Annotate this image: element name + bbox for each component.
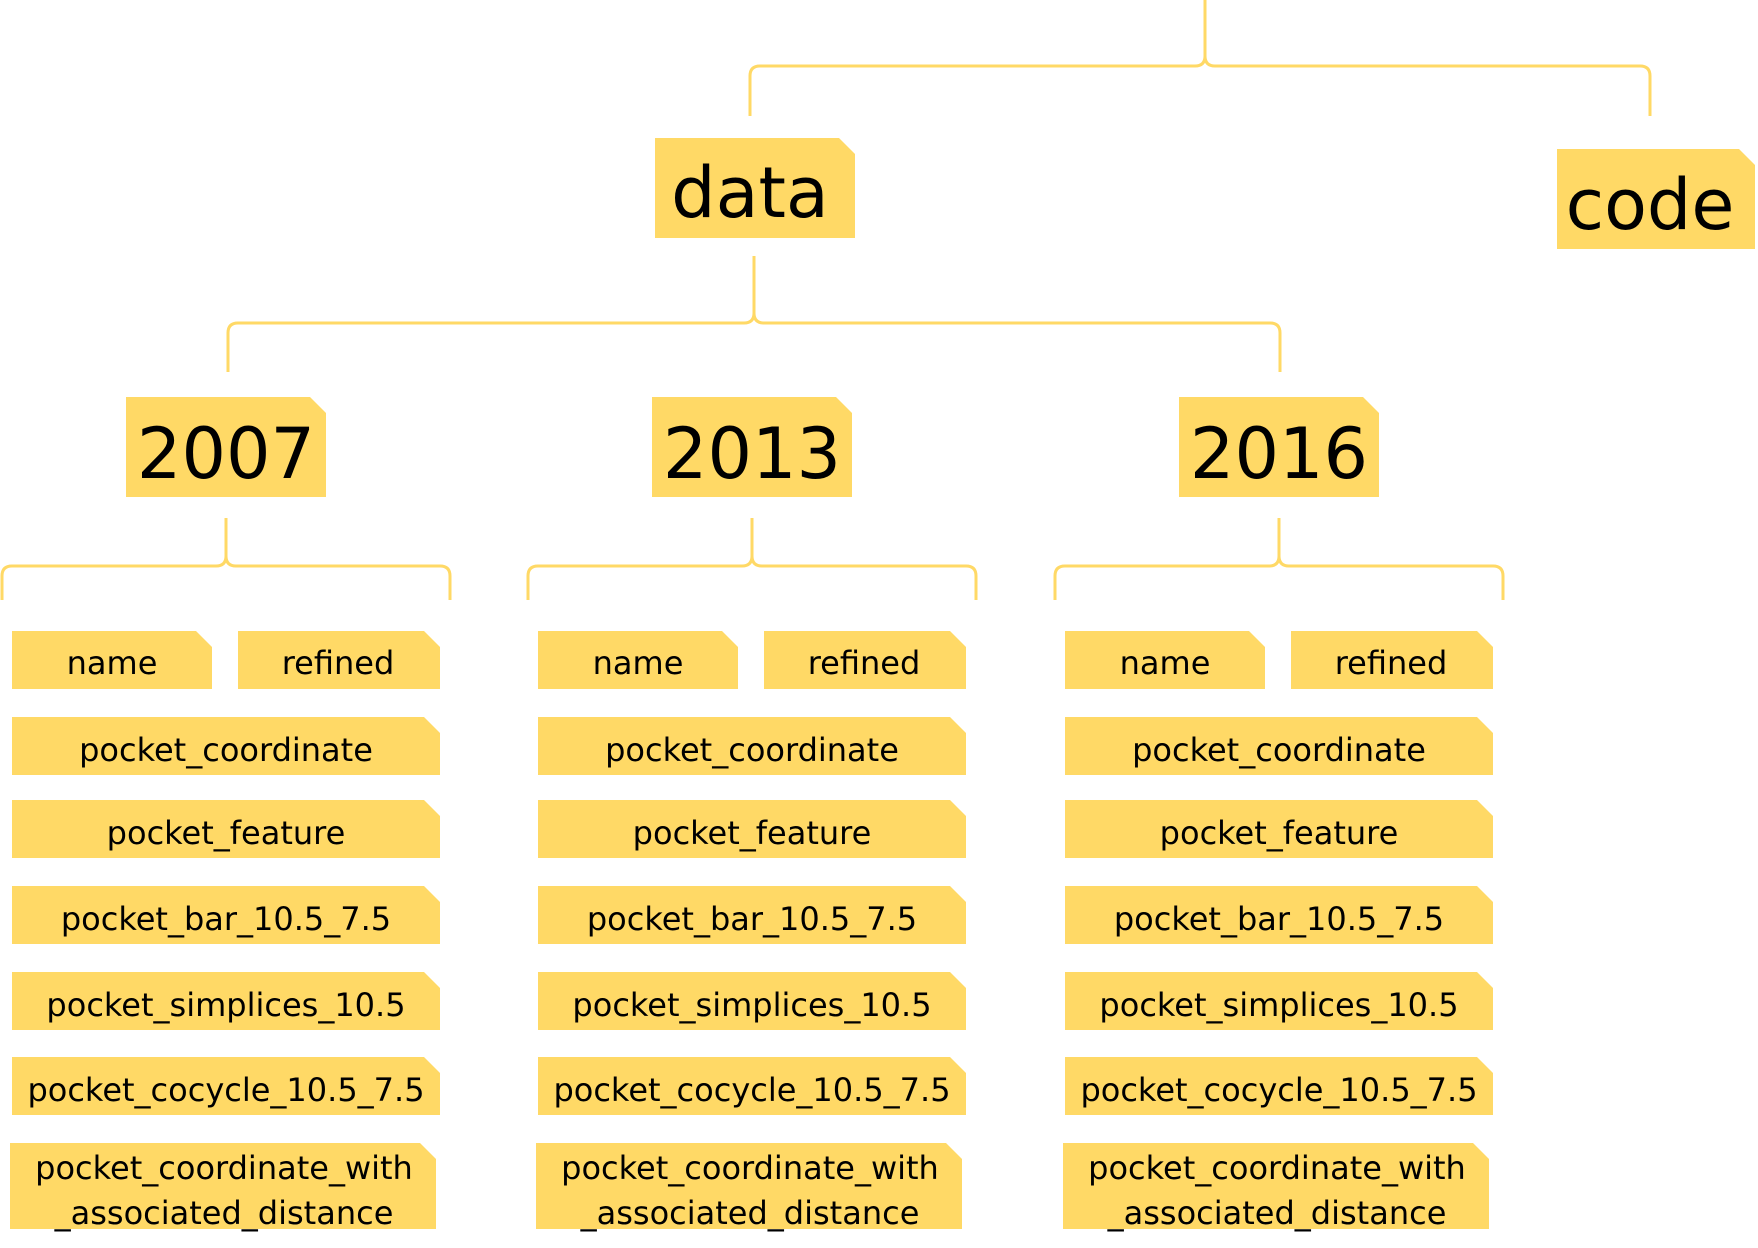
year-2007-refined-folder-shape bbox=[238, 631, 440, 689]
file-label-year-2013-2: pocket_bar_10.5_7.5 bbox=[587, 900, 917, 938]
year-2016-refined-folder-shape bbox=[1291, 631, 1493, 689]
year-2013-file-2-folder-shape bbox=[538, 886, 966, 944]
file-label-year-2013-5-line2: _associated_distance bbox=[580, 1194, 920, 1232]
file-label-year-2013-name: name bbox=[593, 644, 684, 682]
year-2016-connector bbox=[1053, 518, 1505, 600]
year-2016-file-1-folder-shape bbox=[1065, 800, 1493, 858]
year-2016-file-2-folder-shape bbox=[1065, 886, 1493, 944]
folder-label-year-2016: 2016 bbox=[1190, 413, 1368, 495]
folder-label-year-2013: 2013 bbox=[663, 413, 841, 495]
year-2016-folder-shape bbox=[1179, 397, 1379, 497]
year-2007-file-0-folder-shape bbox=[12, 717, 440, 775]
year-2016-file-4-folder-shape bbox=[1065, 1057, 1493, 1115]
file-label-year-2013-1: pocket_feature bbox=[633, 814, 872, 852]
year-2007-name-folder-shape bbox=[12, 631, 212, 689]
file-label-year-2016-5-line2: _associated_distance bbox=[1107, 1194, 1447, 1232]
year-2013-folder-shape bbox=[652, 397, 852, 497]
year-2013-connector bbox=[526, 518, 978, 600]
file-label-year-2007-4: pocket_cocycle_10.5_7.5 bbox=[27, 1071, 424, 1109]
folder-label-data: data bbox=[671, 152, 829, 234]
file-label-year-2016-4: pocket_cocycle_10.5_7.5 bbox=[1080, 1071, 1477, 1109]
file-label-year-2016-5-line1: pocket_coordinate_with bbox=[1088, 1149, 1466, 1187]
file-label-year-2016-1: pocket_feature bbox=[1160, 814, 1399, 852]
file-label-year-2013-4: pocket_cocycle_10.5_7.5 bbox=[553, 1071, 950, 1109]
folder-label-year-2007: 2007 bbox=[137, 413, 315, 495]
file-label-year-2007-name: name bbox=[67, 644, 158, 682]
file-label-year-2016-2: pocket_bar_10.5_7.5 bbox=[1114, 900, 1444, 938]
file-label-year-2007-5-line2: _associated_distance bbox=[54, 1194, 394, 1232]
data-connector bbox=[226, 256, 1282, 372]
file-label-year-2016-3: pocket_simplices_10.5 bbox=[1099, 986, 1458, 1024]
file-label-year-2007-5-line1: pocket_coordinate_with bbox=[35, 1149, 413, 1187]
year-2013-file-5-folder-shape bbox=[536, 1143, 962, 1229]
year-2013-file-3-folder-shape bbox=[538, 972, 966, 1030]
root-connector bbox=[748, 0, 1652, 116]
file-label-year-2007-2: pocket_bar_10.5_7.5 bbox=[61, 900, 391, 938]
file-label-year-2007-1: pocket_feature bbox=[107, 814, 346, 852]
file-label-year-2016-0: pocket_coordinate bbox=[1132, 731, 1426, 769]
data-folder-shape bbox=[655, 138, 855, 238]
year-2013-file-0-folder-shape bbox=[538, 717, 966, 775]
year-2013-file-1-folder-shape bbox=[538, 800, 966, 858]
year-2007-file-3-folder-shape bbox=[12, 972, 440, 1030]
year-2016-file-3-folder-shape bbox=[1065, 972, 1493, 1030]
folder-label-code: code bbox=[1566, 164, 1735, 246]
file-label-year-2007-0: pocket_coordinate bbox=[79, 731, 373, 769]
file-label-year-2013-0: pocket_coordinate bbox=[605, 731, 899, 769]
year-2016-name-folder-shape bbox=[1065, 631, 1265, 689]
file-label-year-2013-refined: refined bbox=[808, 644, 921, 682]
year-2013-refined-folder-shape bbox=[764, 631, 966, 689]
year-2013-name-folder-shape bbox=[538, 631, 738, 689]
year-2007-folder-shape bbox=[126, 397, 326, 497]
year-2007-file-2-folder-shape bbox=[12, 886, 440, 944]
year-2016-file-5-folder-shape bbox=[1063, 1143, 1489, 1229]
file-label-year-2013-5-line1: pocket_coordinate_with bbox=[561, 1149, 939, 1187]
file-label-year-2016-refined: refined bbox=[1335, 644, 1448, 682]
year-2007-file-5-folder-shape bbox=[10, 1143, 436, 1229]
file-label-year-2007-refined: refined bbox=[282, 644, 395, 682]
year-2007-connector bbox=[0, 518, 452, 600]
file-label-year-2013-3: pocket_simplices_10.5 bbox=[572, 986, 931, 1024]
year-2007-file-1-folder-shape bbox=[12, 800, 440, 858]
file-label-year-2016-name: name bbox=[1120, 644, 1211, 682]
year-2016-file-0-folder-shape bbox=[1065, 717, 1493, 775]
file-label-year-2007-3: pocket_simplices_10.5 bbox=[46, 986, 405, 1024]
year-2013-file-4-folder-shape bbox=[538, 1057, 966, 1115]
code-folder-shape bbox=[1557, 149, 1755, 249]
year-2007-file-4-folder-shape bbox=[12, 1057, 440, 1115]
